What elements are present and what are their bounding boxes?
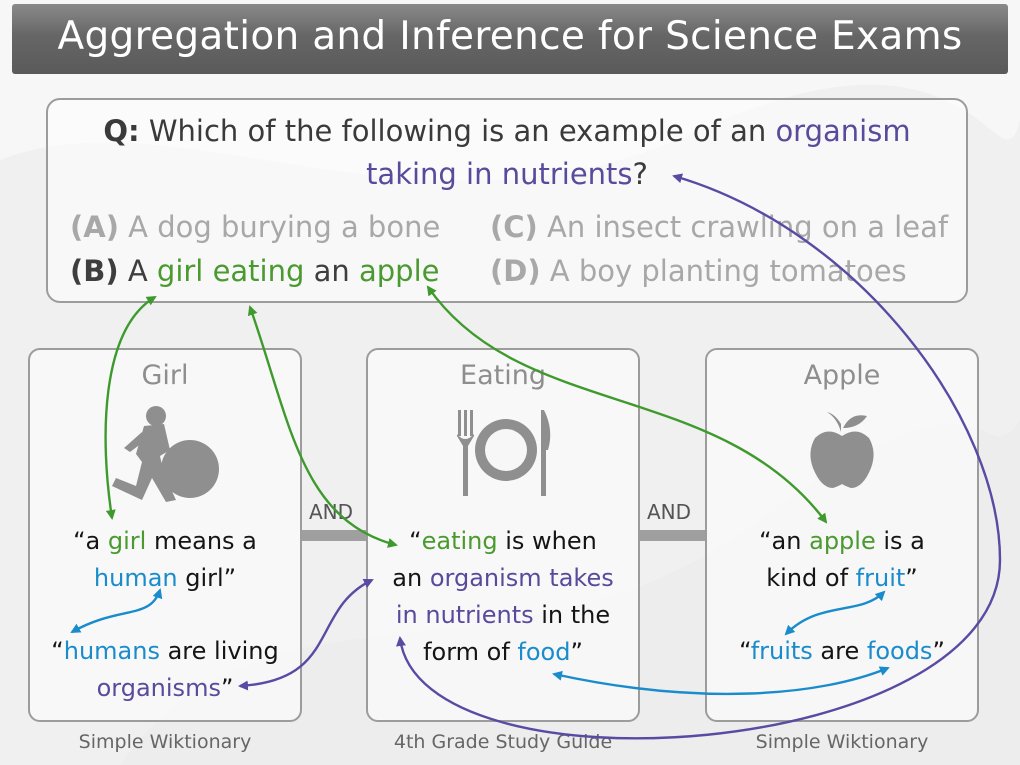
organism-takes-keyword: organism takes [429,564,614,592]
option-d: (D) A boy planting tomatoes [490,254,907,288]
text-fragment: are living [159,637,279,665]
apple-keyword: apple [809,527,876,555]
question-box: Q: Which of the following is an example … [46,98,968,303]
question-keyword-organism: organism [775,114,911,148]
text-fragment: is when [497,527,597,555]
eating-def-line-1: “eating is when [368,523,638,560]
question-line-2: taking in nutrients? [48,157,966,191]
human-keyword: human [93,564,178,592]
text-fragment: “ [409,527,422,555]
text-fragment: is a [875,527,925,555]
girl-keyword: girl [107,527,147,555]
text-fragment: are [812,637,867,665]
apple-def-line-2: kind of fruit” [707,560,977,597]
girl-def-line-3: “humans are living [30,633,300,670]
text-fragment: “ [51,637,64,665]
source-eating: 4th Grade Study Guide [393,731,613,753]
text-fragment: “a [73,527,108,555]
foods-keyword: foods [866,637,933,665]
source-girl: Simple Wiktionary [78,731,252,753]
girl-def-line-1: “a girl means a [30,523,300,560]
and-connector-2 [640,530,706,541]
text-fragment: form of [423,638,518,666]
source-apple: Simple Wiktionary [755,731,929,753]
and-label-2: AND [647,500,692,524]
option-b-keyword-apple: apple [359,254,440,288]
eating-def-line-4: form of food” [368,634,638,671]
girl-def-line-4: organisms” [30,670,300,707]
option-a: (A) A dog burying a bone [70,210,440,244]
eating-def-line-3: in nutrients in the [368,597,638,634]
text-fragment: in the [533,601,611,629]
question-line-1: Q: Which of the following is an example … [48,114,966,148]
fruit-keyword: fruit [855,564,906,592]
eating-keyword: eating [421,527,498,555]
girl-def-line-2: human girl” [30,560,300,597]
card-apple: Apple “an apple is a kind of fruit” “fru… [705,348,979,722]
text-fragment: ” [220,674,234,702]
question-prefix: Q: [103,114,140,148]
card-girl: Girl “a girl means a human girl” “humans… [28,348,302,722]
food-keyword: food [517,638,571,666]
option-b-letter: (B) [70,254,119,288]
option-b-text-2: an [304,254,359,288]
option-b: (B) A girl eating an apple [70,254,440,288]
apple-def-line-1: “an apple is a [707,523,977,560]
text-fragment: means a [146,527,257,555]
card-apple-title: Apple [803,360,881,391]
apple-def-line-3: “fruits are foods” [707,633,977,670]
option-c-letter: (C) [490,210,538,244]
text-fragment: “ [739,637,751,665]
text-fragment: girl” [177,564,237,592]
card-eating-title: Eating [460,360,546,391]
text-fragment: an [392,564,430,592]
text-fragment: “an [759,527,810,555]
card-girl-title: Girl [141,360,189,391]
in-nutrients-keyword: in nutrients [395,601,534,629]
option-a-text: A dog burying a bone [118,210,441,244]
plate-fork-knife-icon [457,410,551,496]
question-text: Which of the following is an example of … [139,114,776,148]
option-a-letter: (A) [70,210,119,244]
text-fragment: ” [905,564,918,592]
eating-def-line-2: an organism takes [368,560,638,597]
page-title: Aggregation and Inference for Science Ex… [57,14,963,59]
option-c-text: An insect crawling on a leaf [537,210,949,244]
option-b-keyword-girl-eating: girl eating [156,254,305,288]
option-d-text: A boy planting tomatoes [540,254,907,288]
organisms-keyword: organisms [96,674,221,702]
card-eating: Eating “eating is when an organism takes… [366,348,640,722]
fruits-keyword: fruits [750,637,813,665]
option-c: (C) An insect crawling on a leaf [490,210,948,244]
apple-icon [810,412,874,488]
question-keyword-nutrients: taking in nutrients [366,157,633,191]
and-label-1: AND [309,500,354,524]
text-fragment: kind of [766,564,856,592]
question-mark: ? [632,157,648,191]
text-fragment: ” [932,637,945,665]
girl-kicking-ball-icon [112,406,219,502]
humans-keyword: humans [63,637,160,665]
option-d-letter: (D) [490,254,541,288]
option-b-text-1: A [118,254,157,288]
and-connector-1 [302,530,368,541]
text-fragment: ” [570,638,583,666]
title-bar: Aggregation and Inference for Science Ex… [12,4,1008,74]
